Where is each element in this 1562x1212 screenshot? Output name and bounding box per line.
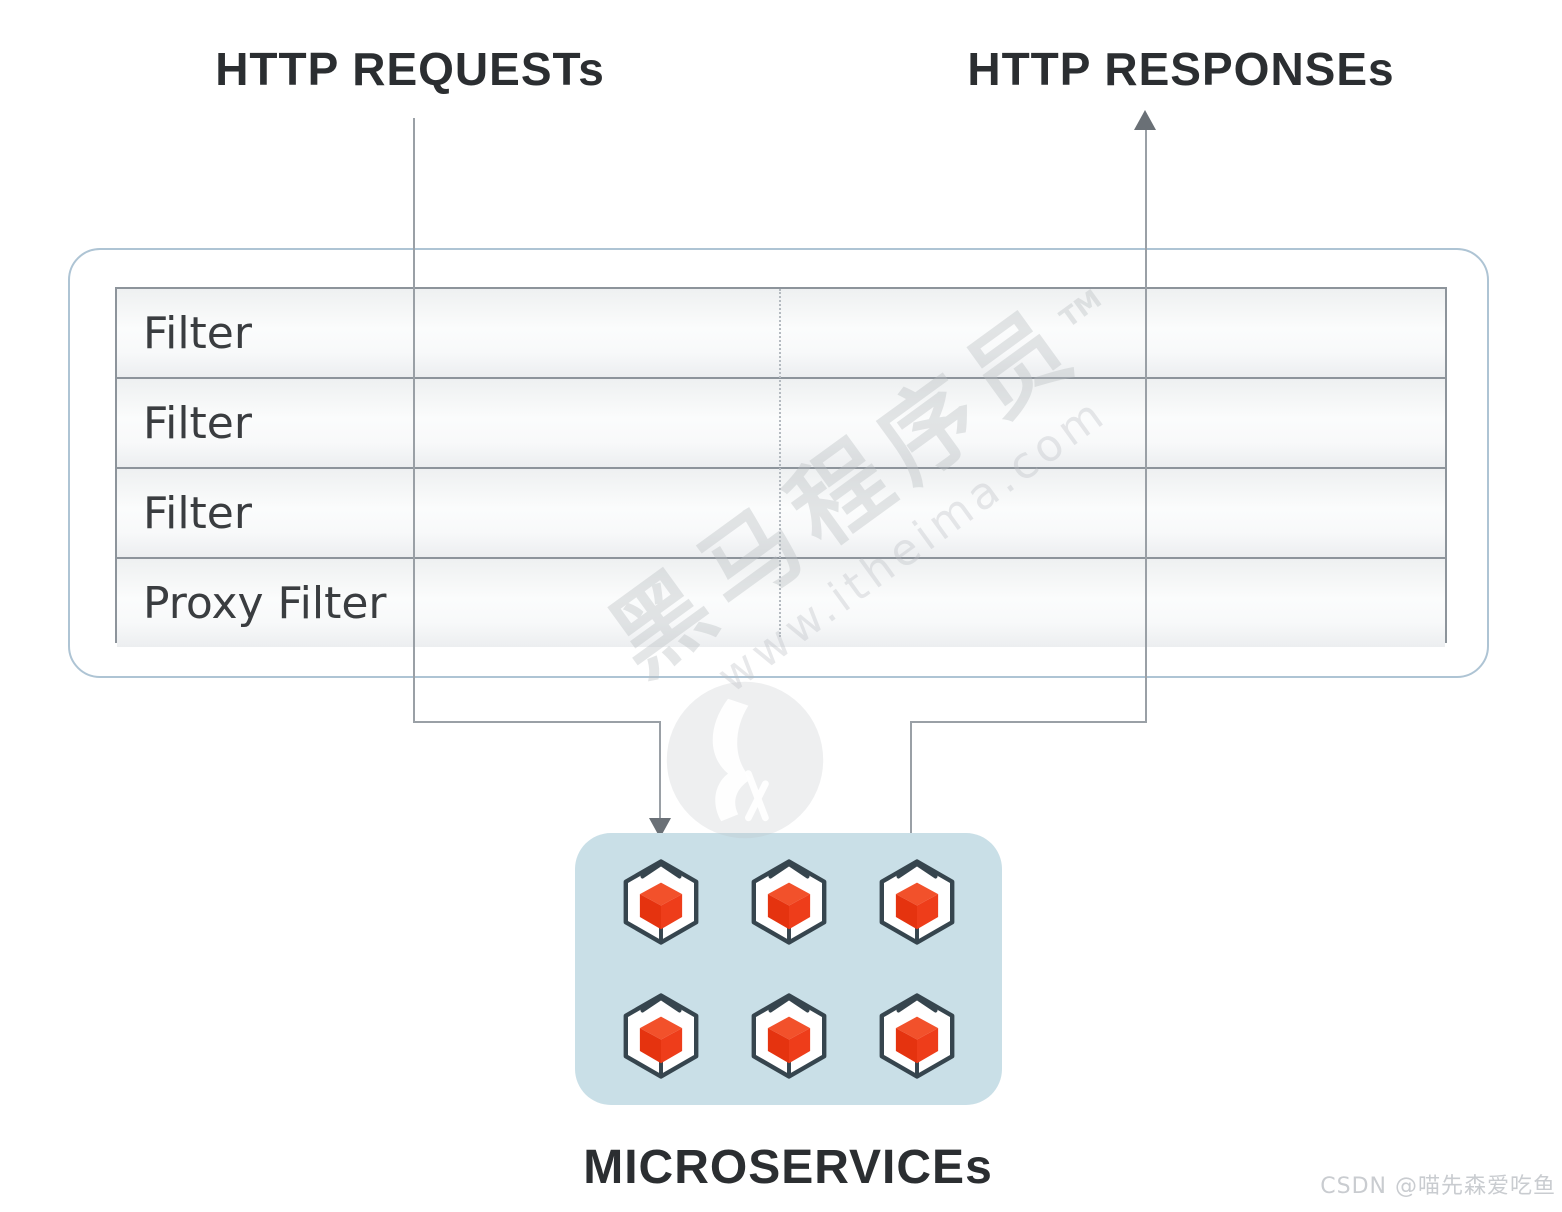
request-line-drop — [659, 721, 661, 820]
microservice-cube-icon — [879, 993, 954, 1079]
filter-row: Filter — [117, 467, 1445, 557]
microservice-cube-icon — [751, 859, 826, 945]
microservice-cube-icon — [623, 993, 698, 1079]
dotted-divider-line — [779, 289, 781, 637]
microservices-box — [575, 833, 1002, 1105]
filter-chain-table: Filter Filter Filter Proxy Filter — [115, 287, 1447, 647]
microservice-cube-icon — [879, 859, 954, 945]
filter-row-label: Filter — [143, 307, 252, 359]
filter-row: Filter — [117, 289, 1445, 377]
http-responses-label: HTTP RESPONSEs — [967, 43, 1395, 95]
microservice-cube-icon — [751, 993, 826, 1079]
request-line-vertical — [413, 118, 415, 723]
response-line-vertical — [1145, 130, 1147, 723]
response-line-rise — [910, 721, 912, 833]
response-line-horizontal — [910, 721, 1147, 723]
filter-row-label: Filter — [143, 397, 252, 449]
csdn-watermark: CSDN @喵先森爱吃鱼 — [1320, 1174, 1556, 1199]
http-requests-label: HTTP REQUESTs — [215, 43, 605, 95]
microservices-label: MICROSERVICEs — [583, 1141, 993, 1194]
arrow-up-icon — [1134, 110, 1156, 130]
microservices-grid — [617, 858, 961, 1080]
filter-row-label: Filter — [143, 487, 252, 539]
filter-row: Filter — [117, 377, 1445, 467]
microservice-cube-icon — [623, 859, 698, 945]
itheima-logo-watermark-icon — [666, 681, 824, 839]
request-line-horizontal — [413, 721, 661, 723]
filter-row: Proxy Filter — [117, 557, 1445, 647]
proxy-filter-row-label: Proxy Filter — [143, 577, 387, 629]
